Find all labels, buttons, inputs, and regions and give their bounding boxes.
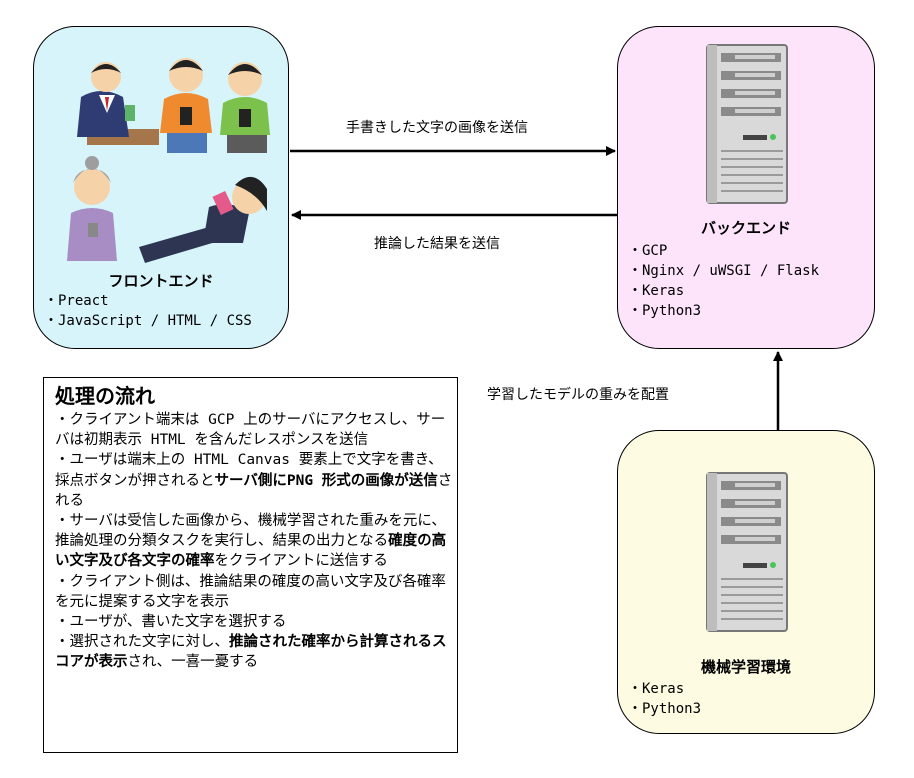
list-item: Keras (628, 281, 819, 301)
process-step-text: をクライアントに送信する (214, 553, 388, 570)
boy-green-figure (220, 62, 270, 153)
process-step-text: ・クライアント端末は GCP 上のサーバにアクセスし、サーバは初期表示 HTML… (55, 412, 446, 449)
process-step-emphasis: サーバ側にPNG 形式の画像が送信 (214, 472, 438, 489)
ml-environment-node: 機械学習環境 Keras Python3 (617, 430, 875, 734)
frontend-tech-list: Preact JavaScript / HTML / CSS (44, 291, 252, 331)
process-step: ・サーバは受信した画像から、機械学習された重みを元に、推論処理の分類タスクを実行… (55, 511, 457, 572)
backend-node: バックエンド GCP Nginx / uWSGI / Flask Keras P… (617, 26, 875, 349)
list-item: Nginx / uWSGI / Flask (628, 261, 819, 281)
backend-tech-list: GCP Nginx / uWSGI / Flask Keras Python3 (628, 241, 819, 321)
frontend-node: フロントエンド Preact JavaScript / HTML / CSS (33, 26, 289, 349)
backend-title: バックエンド (700, 219, 791, 237)
process-flow-steps: ・クライアント端末は GCP 上のサーバにアクセスし、サーバは初期表示 HTML… (55, 410, 457, 673)
process-step: ・ユーザは端末上の HTML Canvas 要素上で文字を書き、採点ボタンが押さ… (55, 450, 457, 511)
businessman-figure (77, 62, 159, 145)
process-step-text: ・ユーザが、書いた文字を選択する (55, 614, 287, 631)
woman-lying-figure (139, 176, 267, 263)
deploy-weights-label: 学習したモデルの重みを配置 (487, 387, 669, 403)
process-step: ・クライアント側は、推論結果の確度の高い文字及び各確率を元に提案する文字を表示 (55, 572, 457, 612)
process-step-text: される (55, 472, 453, 509)
process-step-text: ・選択された文字に対し、 (55, 634, 229, 651)
list-item: Preact (44, 291, 252, 311)
process-step: ・ユーザが、書いた文字を選択する (55, 612, 457, 632)
return-result-label: 推論した結果を送信 (374, 236, 500, 252)
process-flow-notes: 処理の流れ ・クライアント端末は GCP 上のサーバにアクセスし、サーバは初期表… (43, 377, 458, 753)
server-tower-icon (706, 472, 788, 632)
ml-environment-tech-list: Keras Python3 (628, 679, 701, 719)
people-using-smartphones-illustration (67, 58, 270, 263)
process-flow-title: 処理の流れ (55, 384, 155, 408)
list-item: Keras (628, 679, 701, 699)
list-item: Python3 (628, 699, 701, 719)
server-tower-icon (706, 44, 788, 204)
process-step: ・クライアント端末は GCP 上のサーバにアクセスし、サーバは初期表示 HTML… (55, 410, 457, 450)
list-item: Python3 (628, 301, 819, 321)
process-step-emphasis: 確度の高い文字及び各文字の確率 (55, 533, 447, 570)
process-step-emphasis: 推論された確率から計算されるスコアが表示 (55, 634, 447, 671)
list-item: GCP (628, 241, 819, 261)
process-step-text: ・ユーザは端末上の HTML Canvas 要素上で文字を書き、採点ボタンが押さ… (55, 452, 443, 489)
process-step-text: され、一喜一憂する (127, 654, 259, 671)
process-step-text: ・サーバは受信した画像から、機械学習された重みを元に、推論処理の分類タスクを実行… (55, 513, 446, 550)
list-item: JavaScript / HTML / CSS (44, 311, 252, 331)
process-step: ・選択された文字に対し、推論された確率から計算されるスコアが表示され、一喜一憂す… (55, 632, 457, 672)
boy-orange-figure (160, 58, 212, 153)
send-image-label: 手書きした文字の画像を送信 (346, 120, 528, 136)
ml-environment-title: 機械学習環境 (700, 658, 791, 676)
grandmother-figure (67, 156, 117, 261)
frontend-title: フロントエンド (108, 272, 214, 290)
process-step-text: ・クライアント側は、推論結果の確度の高い文字及び各確率を元に提案する文字を表示 (55, 573, 446, 610)
